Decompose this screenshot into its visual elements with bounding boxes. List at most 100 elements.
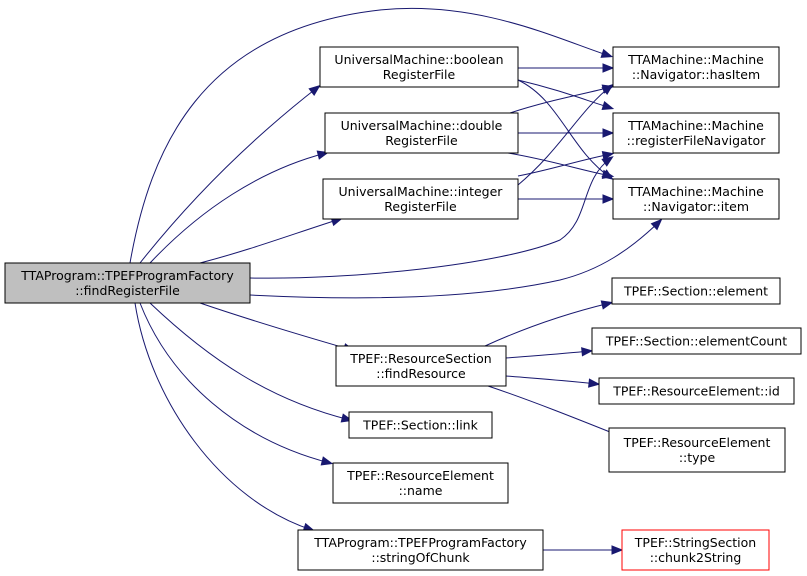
edge-line <box>517 153 612 177</box>
node-hasItem[interactable]: TTAMachine::Machine::Navigator::hasItem <box>612 46 780 88</box>
node-box <box>4 262 251 304</box>
arrow-head <box>601 169 615 180</box>
edge-findRes-to-secElem <box>484 300 614 347</box>
node-box <box>611 277 781 305</box>
node-label: ::name <box>399 483 443 498</box>
node-label: TTAProgram::TPEFProgramFactory <box>313 535 527 550</box>
edge-line <box>149 152 327 264</box>
node-box <box>322 178 519 220</box>
edge-root-to-hasItem <box>129 7 614 264</box>
edge-root-to-navItem <box>249 218 663 299</box>
edge-root-to-strOfChunk <box>134 302 316 532</box>
node-secElemCount[interactable]: TPEF::Section::elementCount <box>591 327 802 355</box>
edge-line <box>249 220 661 299</box>
edge-line <box>517 79 612 179</box>
node-box <box>319 46 519 88</box>
edge-line <box>199 302 353 351</box>
node-label: ::chunk2String <box>650 550 742 565</box>
node-label: TPEF::ResourceElement <box>623 435 771 450</box>
edge-line <box>129 7 611 264</box>
node-box <box>612 112 780 154</box>
arrow-head <box>600 300 614 310</box>
edge-line <box>517 85 612 186</box>
node-box <box>598 377 795 405</box>
node-resElemName[interactable]: TPEF::ResourceElement::name <box>332 462 509 504</box>
node-box <box>612 46 780 88</box>
arrow-head <box>611 545 624 555</box>
node-box <box>335 345 507 387</box>
node-box <box>591 327 802 355</box>
edge-root-to-resElemName <box>139 302 334 466</box>
node-secElem[interactable]: TPEF::Section::element <box>611 277 781 305</box>
node-secLink[interactable]: TPEF::Section::link <box>348 411 493 439</box>
edge-line <box>505 375 598 385</box>
node-label: ::registerFileNavigator <box>627 133 767 148</box>
node-chunk2Str[interactable]: TPEF::StringSection::chunk2String <box>621 529 770 571</box>
arrow-head <box>601 83 614 95</box>
arrow-head <box>308 84 321 96</box>
node-box <box>348 411 493 439</box>
node-label: ::Navigator::item <box>643 199 749 214</box>
node-box <box>612 178 780 220</box>
edges-layer <box>129 7 663 555</box>
node-label: TPEF::Section::link <box>362 418 478 433</box>
node-label: TTAMachine::Machine <box>627 184 764 199</box>
node-box <box>324 112 519 154</box>
edge-root-to-findRes <box>199 302 356 353</box>
node-label: TPEF::Section::element <box>623 284 768 299</box>
edge-findRes-to-resElemId <box>505 375 601 388</box>
edge-doubleRF-to-hasItem <box>509 84 615 114</box>
node-label: ::stringOfChunk <box>371 550 470 565</box>
node-label: TTAMachine::Machine <box>627 118 764 133</box>
arrow-head <box>602 194 615 204</box>
node-label: TPEF::Section::elementCount <box>605 334 787 349</box>
node-label: ::Navigator::hasItem <box>632 67 760 82</box>
node-label: RegisterFile <box>384 199 457 214</box>
edge-line <box>509 86 612 114</box>
node-label: ::findResource <box>376 366 466 381</box>
edge-line <box>487 385 621 437</box>
node-label: RegisterFile <box>383 67 456 82</box>
node-label: TPEF::ResourceElement::id <box>612 384 780 399</box>
node-box <box>621 529 770 571</box>
edge-line <box>199 218 341 264</box>
arrow-head <box>601 100 615 111</box>
node-resElemId[interactable]: TPEF::ResourceElement::id <box>598 377 795 405</box>
node-rfNav[interactable]: TTAMachine::Machine::registerFileNavigat… <box>612 112 780 154</box>
node-resElemType[interactable]: TPEF::ResourceElement::type <box>608 427 786 473</box>
edge-boolRF-to-hasItem <box>518 63 615 73</box>
edge-doubleRF-to-rfNav <box>518 128 615 138</box>
edge-root-to-doubleRF <box>149 150 330 264</box>
nodes-layer: TTAProgram::TPEFProgramFactory::findRegi… <box>4 46 802 571</box>
node-label: TPEF::ResourceSection <box>349 351 491 366</box>
node-root[interactable]: TTAProgram::TPEFProgramFactory::findRegi… <box>4 262 251 304</box>
node-label: UniversalMachine::double <box>341 118 503 133</box>
edge-line <box>149 302 351 421</box>
node-label: TPEF::ResourceElement <box>346 468 494 483</box>
edge-intRF-to-navItem <box>518 194 615 204</box>
edge-root-to-secLink <box>149 302 354 423</box>
node-navItem[interactable]: TTAMachine::Machine::Navigator::item <box>612 178 780 220</box>
edge-root-to-boolRF <box>139 84 321 264</box>
edge-line <box>249 157 612 279</box>
node-findRes[interactable]: TPEF::ResourceSection::findResource <box>335 345 507 387</box>
node-label: TTAMachine::Machine <box>627 52 764 67</box>
edge-line <box>484 302 611 347</box>
arrow-head <box>581 347 594 357</box>
node-label: ::type <box>679 450 716 465</box>
edge-strOfChunk-to-chunk2Str <box>543 545 624 555</box>
node-label: UniversalMachine::integer <box>339 184 504 199</box>
node-box <box>332 462 509 504</box>
edge-line <box>134 302 313 531</box>
node-box <box>608 427 786 473</box>
node-strOfChunk[interactable]: TTAProgram::TPEFProgramFactory::stringOf… <box>297 529 544 571</box>
arrow-head <box>602 128 615 138</box>
edge-intRF-to-rfNav <box>517 150 615 177</box>
edge-findRes-to-secElemCount <box>505 347 594 359</box>
arrow-head <box>320 456 334 466</box>
arrow-head <box>588 378 601 388</box>
